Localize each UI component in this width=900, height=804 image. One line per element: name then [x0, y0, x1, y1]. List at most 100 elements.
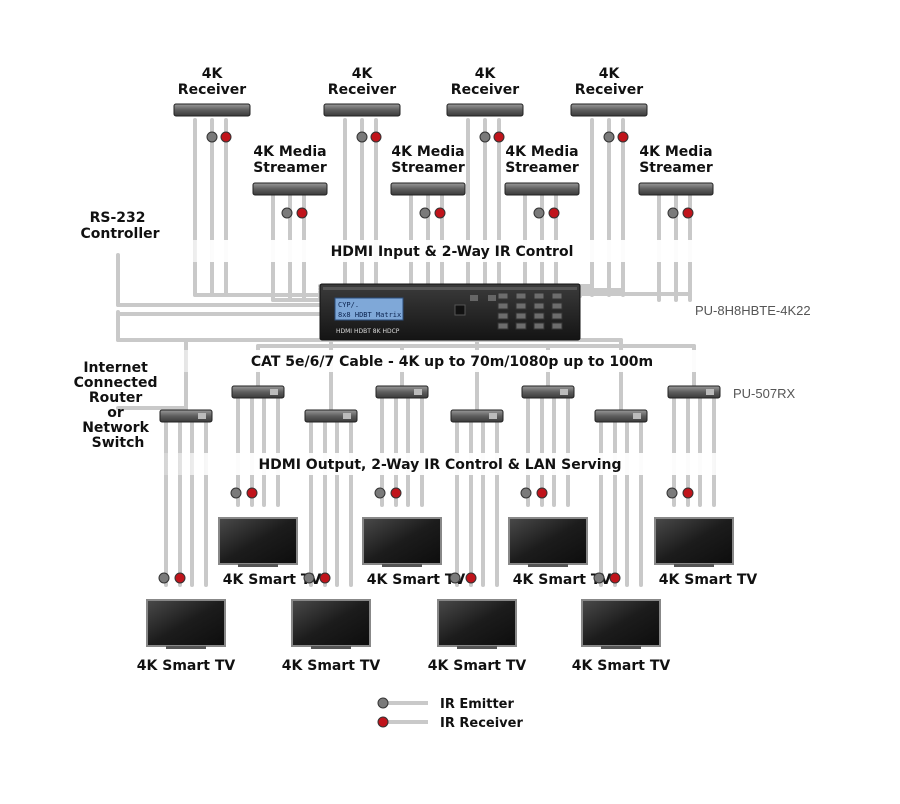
tv-stand-icon: [382, 564, 422, 567]
matrix-button-icon: [551, 292, 563, 300]
lan-port-icon: [706, 389, 714, 395]
band-input-label: HDMI Input & 2-Way IR Control: [331, 244, 574, 260]
label-layer: RS-232 Controller Internet Connected Rou…: [74, 210, 811, 473]
streamer-label-line: Streamer: [253, 160, 327, 176]
media-streamer-icon: [390, 182, 466, 196]
ir-receiver-icon: [682, 487, 694, 499]
ir-receiver-icon: [465, 572, 477, 584]
matrix-button-icon: [533, 292, 545, 300]
tv-stand-icon: [528, 564, 568, 567]
matrix-button-icon: [515, 302, 527, 310]
streamer-label-line: 4K Media: [505, 144, 578, 160]
smart-tv-icon: [218, 517, 298, 565]
tv-stand-icon: [238, 564, 278, 567]
lan-port-icon: [489, 413, 497, 419]
matrix-button-icon: [497, 322, 509, 330]
band-input-bg: [150, 240, 770, 262]
lan-port-icon: [198, 413, 206, 419]
ir-receiver-icon: [682, 207, 694, 219]
lan-port-icon: [343, 413, 351, 419]
smart-tv-icon: [581, 599, 661, 647]
tv-stand-icon: [166, 646, 206, 649]
receiver-label-line: Receiver: [178, 82, 246, 98]
ir-window-icon: [454, 304, 466, 316]
tv-stand-icon: [457, 646, 497, 649]
receiver-label-line: 4K: [599, 66, 621, 82]
rs232-label: RS-232 Controller: [80, 210, 159, 242]
legend-receiver-label: IR Receiver: [440, 716, 523, 731]
ir-emitter-icon: [533, 207, 545, 219]
lan-port-icon: [633, 413, 641, 419]
ir-receiver-icon: [434, 207, 446, 219]
matrix-lcd-line1: CYP/.: [338, 301, 359, 309]
receiver-box-icon: [323, 103, 401, 117]
matrix-button-icon: [497, 302, 509, 310]
tv-stand-icon: [311, 646, 351, 649]
ir-receiver-icon: [609, 572, 621, 584]
lan-port-icon: [560, 389, 568, 395]
receiver-label-line: Receiver: [575, 82, 643, 98]
router-line4: or: [107, 405, 124, 421]
matrix-button-icon: [551, 302, 563, 310]
streamer-label-line: Streamer: [505, 160, 579, 176]
matrix-button-icon: [533, 322, 545, 330]
receiver-box-icon: [173, 103, 251, 117]
smart-tv-icon: [508, 517, 588, 565]
ir-receiver-icon: [246, 487, 258, 499]
router-label: Internet Connected Router or Network Swi…: [74, 360, 163, 451]
ir-emitter-icon: [374, 487, 386, 499]
tv-label: 4K Smart TV: [367, 572, 466, 588]
receiver-label-line: 4K: [202, 66, 224, 82]
matrix-button-icon: [515, 292, 527, 300]
ir-emitter-icon: [449, 572, 461, 584]
matrix-model-label: PU-8H8HBTE-4K22: [695, 303, 811, 318]
rs232-line2: Controller: [80, 226, 159, 242]
streamer-label-line: 4K Media: [253, 144, 326, 160]
streamer-label-line: Streamer: [391, 160, 465, 176]
ir-receiver-icon: [174, 572, 186, 584]
rx-model-label: PU-507RX: [733, 386, 795, 401]
band-output-bg: [150, 453, 770, 475]
ir-emitter-icon: [593, 572, 605, 584]
ir-receiver-icon: [319, 572, 331, 584]
matrix-button-icon: [551, 312, 563, 320]
lan-port-icon: [270, 389, 278, 395]
ir-emitter-icon: [356, 131, 368, 143]
matrix-button-icon: [497, 292, 509, 300]
matrix-button-icon: [515, 322, 527, 330]
receiver-label-line: 4K: [352, 66, 374, 82]
tv-stand-icon: [601, 646, 641, 649]
receiver-box-icon: [446, 103, 524, 117]
ir-emitter-icon: [303, 572, 315, 584]
smart-tv-icon: [654, 517, 734, 565]
ir-receiver-icon: [493, 131, 505, 143]
legend-receiver-icon: [377, 716, 389, 728]
receiver-label-line: Receiver: [328, 82, 396, 98]
router-line1: Internet: [83, 360, 148, 376]
ir-receiver-icon: [220, 131, 232, 143]
ir-emitter-icon: [281, 207, 293, 219]
ir-receiver-icon: [370, 131, 382, 143]
tv-label: 4K Smart TV: [659, 572, 758, 588]
ir-emitter-icon: [479, 131, 491, 143]
smart-tv-icon: [291, 599, 371, 647]
ir-emitter-icon: [667, 207, 679, 219]
matrix-button-icon: [533, 302, 545, 310]
matrix-switcher-icon: CYP/. 8x8 HDBT Matrix HDMI HDBT 8K HDCP: [319, 283, 581, 341]
smart-tv-icon: [146, 599, 226, 647]
ir-emitter-icon: [158, 572, 170, 584]
tv-label: 4K Smart TV: [282, 658, 381, 674]
ir-emitter-icon: [666, 487, 678, 499]
ir-receiver-icon: [390, 487, 402, 499]
tv-label: 4K Smart TV: [137, 658, 236, 674]
band-layer: [150, 240, 770, 475]
cable-layer: [116, 118, 716, 587]
tv-label: 4K Smart TV: [223, 572, 322, 588]
